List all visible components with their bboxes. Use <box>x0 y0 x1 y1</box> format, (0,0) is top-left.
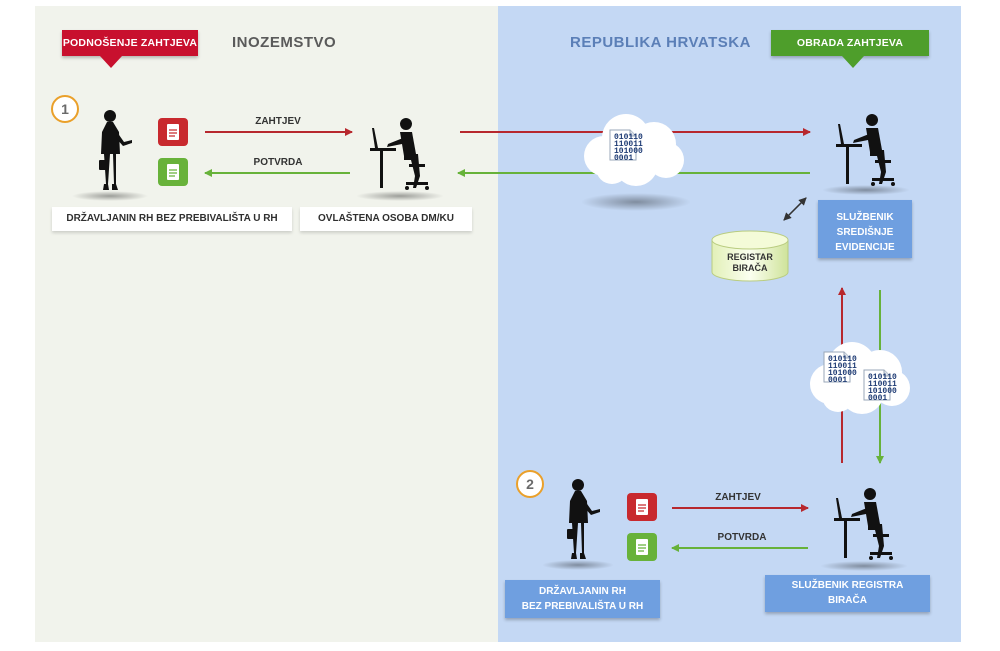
svg-text:101000: 101000 <box>868 387 897 396</box>
confirmation-label: POTVRDA <box>254 157 303 168</box>
croatia-title: REPUBLIKA HRVATSKA <box>570 34 751 51</box>
citizen-home-figure <box>567 479 600 559</box>
svg-text:BIRAČA: BIRAČA <box>733 262 768 273</box>
confirmation-document-icon <box>158 158 188 186</box>
voter-register-database: REGISTAR BIRAČA <box>711 230 789 282</box>
step-2-badge: 2 <box>516 470 544 498</box>
step-1-badge: 1 <box>51 95 79 123</box>
submission-ribbon-tail <box>100 56 122 68</box>
abroad-title: INOZEMSTVO <box>232 34 337 51</box>
authorized-person-figure <box>370 118 429 190</box>
request-label: ZAHTJEV <box>255 116 301 127</box>
central-clerk-figure <box>836 114 895 186</box>
request-document-icon <box>158 118 188 146</box>
request-label: ZAHTJEV <box>715 492 761 503</box>
svg-text:101000: 101000 <box>614 147 643 156</box>
request-document-icon <box>627 493 657 521</box>
authorized-person-label: OVLAŠTENA OSOBA DM/KU <box>300 207 472 231</box>
svg-text:010110: 010110 <box>828 355 857 364</box>
svg-text:101000: 101000 <box>828 369 857 378</box>
svg-text:REGISTAR: REGISTAR <box>727 252 773 262</box>
submission-ribbon: PODNOŠENJE ZAHTJEVA <box>62 30 198 56</box>
svg-text:010110: 010110 <box>614 133 643 142</box>
svg-text:010110: 010110 <box>868 373 897 382</box>
processing-ribbon: OBRADA ZAHTJEVA <box>771 30 929 56</box>
confirmation-label: POTVRDA <box>718 532 767 543</box>
central-clerk-label: SLUŽBENIK SREDIŠNJE EVIDENCIJE <box>818 200 912 258</box>
registry-clerk-label: SLUŽBENIK REGISTRA BIRAČA <box>765 575 930 612</box>
processing-ribbon-tail <box>842 56 864 68</box>
svg-text:0001: 0001 <box>614 154 633 163</box>
registry-clerk-figure <box>834 488 893 560</box>
data-document-icon: 010110 110011 101000 0001 <box>609 129 643 163</box>
citizen-abroad-figure <box>99 110 132 190</box>
svg-text:110011: 110011 <box>614 140 643 149</box>
confirmation-document-icon <box>627 533 657 561</box>
data-document-icon: 010110 110011 101000 0001 <box>823 351 857 385</box>
svg-text:110011: 110011 <box>868 380 897 389</box>
data-document-icon: 010110 110011 101000 0001 <box>863 369 897 403</box>
svg-text:0001: 0001 <box>828 376 847 385</box>
citizen-abroad-label: DRŽAVLJANIN RH BEZ PREBIVALIŠTA U RH <box>52 207 292 231</box>
citizen-home-label: DRŽAVLJANIN RH BEZ PREBIVALIŠTA U RH <box>505 580 660 618</box>
svg-text:0001: 0001 <box>868 394 887 403</box>
svg-text:110011: 110011 <box>828 362 857 371</box>
